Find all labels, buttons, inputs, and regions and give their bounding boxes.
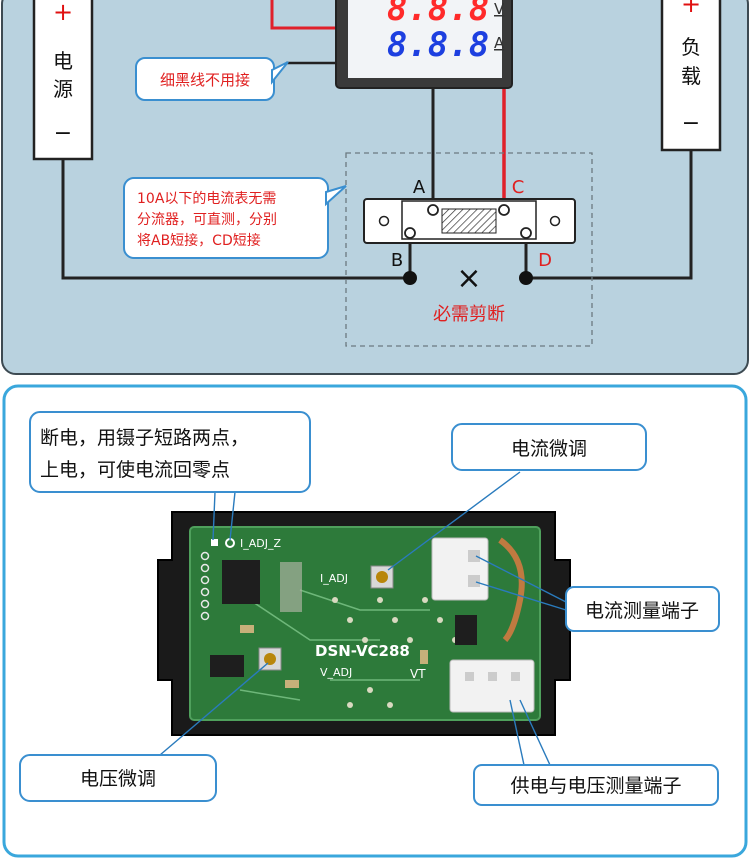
- power-terminal-pin-1: [465, 672, 474, 681]
- meter-screen: [348, 0, 502, 78]
- callout-shunt-pointer: [325, 185, 347, 207]
- resistor-array: [280, 562, 302, 612]
- mcu-chip: [222, 560, 260, 604]
- shunt-resistor-strip: [441, 208, 497, 234]
- source-negative-wire: [61, 159, 410, 280]
- junction-d: [519, 271, 533, 285]
- smd-cap-1: [240, 625, 254, 633]
- load-negative-wire: [526, 150, 693, 280]
- terminal-d: [520, 227, 532, 239]
- note-shunt-line-2: 分流器，可直测，分别: [137, 211, 277, 228]
- source-label-1: 电: [53, 49, 73, 73]
- load-minus-sign: −: [682, 111, 700, 136]
- label-d: D: [538, 250, 552, 271]
- current-terminal-pin-1: [468, 550, 480, 562]
- callout-black-wire-pointer: [271, 61, 289, 85]
- label-c: C: [512, 177, 525, 198]
- power-terminal-pin-3: [511, 672, 520, 681]
- shunt-hole-left: [378, 215, 390, 227]
- note-shunt-line-1: 10A以下的电流表无需: [137, 191, 276, 207]
- callout-zero-line-2: 上电，可使电流回零点: [40, 459, 230, 481]
- source-plus-sign: +: [53, 0, 73, 26]
- pin-header-left: [200, 551, 210, 621]
- shunt-dashed-frame: [345, 152, 593, 347]
- callout-current-adj: [451, 423, 647, 471]
- load-label-2: 载: [681, 64, 701, 88]
- pcb-edge: [189, 526, 541, 721]
- callout-shunt: [123, 177, 329, 259]
- source-label-2: 源: [53, 77, 73, 101]
- current-terminal-pin-2: [468, 575, 480, 587]
- label-b: B: [391, 250, 403, 271]
- power-source-box: [32, 0, 94, 161]
- leader-lines: [159, 471, 567, 766]
- callout-current-terminal: [565, 586, 720, 632]
- shunt-hole-right: [549, 215, 561, 227]
- callout-zero: [29, 411, 311, 493]
- current-readout: 8.8.8: [387, 25, 489, 65]
- voltage-readout: 8.8.8: [387, 0, 489, 29]
- current-trimmer-knob: [376, 571, 388, 583]
- pcb-traces: [239, 589, 430, 701]
- callout-zero-line-1: 断电，用镊子短路两点，: [40, 427, 249, 449]
- terminal-a: [427, 204, 439, 216]
- callout-current-terminal-text: 电流测量端子: [585, 600, 699, 622]
- source-minus-sign: −: [54, 121, 72, 146]
- terminal-c: [498, 204, 510, 216]
- voltage-trimmer-knob: [264, 653, 276, 665]
- smd-cap-3: [420, 650, 428, 664]
- smd-cap-2: [285, 680, 299, 688]
- terminal-b: [404, 227, 416, 239]
- note-black-wire: 细黑线不用接: [160, 71, 250, 89]
- op-amp-chip: [455, 615, 477, 645]
- load-box: [660, 0, 722, 152]
- silk-v-adj: V_ADJ: [320, 666, 352, 679]
- label-a: A: [413, 177, 426, 198]
- shunt-wire: [498, 537, 525, 643]
- unit-a-label: A: [494, 34, 505, 52]
- callout-power-terminal-text: 供电与电压测量端子: [510, 775, 681, 797]
- silk-vt: VT: [410, 667, 426, 681]
- load-plus-sign: +: [681, 0, 701, 18]
- zero-pad-1: [211, 539, 218, 546]
- current-terminal-connector: [431, 537, 489, 601]
- silk-i-adj: I_ADJ: [320, 572, 348, 585]
- red-wire-top: [270, 0, 338, 30]
- junction-b: [403, 271, 417, 285]
- power-terminal-pin-2: [488, 672, 497, 681]
- callout-current-adj-text: 电流微调: [511, 438, 587, 460]
- callout-voltage-adj-text: 电压微调: [80, 768, 156, 790]
- unit-v-label: V: [494, 0, 505, 18]
- silk-i-adj-z: I_ADJ_Z: [240, 537, 281, 550]
- regulator-chip: [210, 655, 244, 677]
- silk-model: DSN-VC288: [315, 642, 410, 660]
- load-label-1: 负: [681, 35, 701, 59]
- callout-power-terminal: [473, 764, 719, 806]
- cut-note: 必需剪断: [433, 304, 505, 325]
- cut-mark: ×: [456, 261, 481, 296]
- callout-voltage-adj: [19, 754, 217, 802]
- note-shunt-line-3: 将AB短接，CD短接: [137, 232, 261, 249]
